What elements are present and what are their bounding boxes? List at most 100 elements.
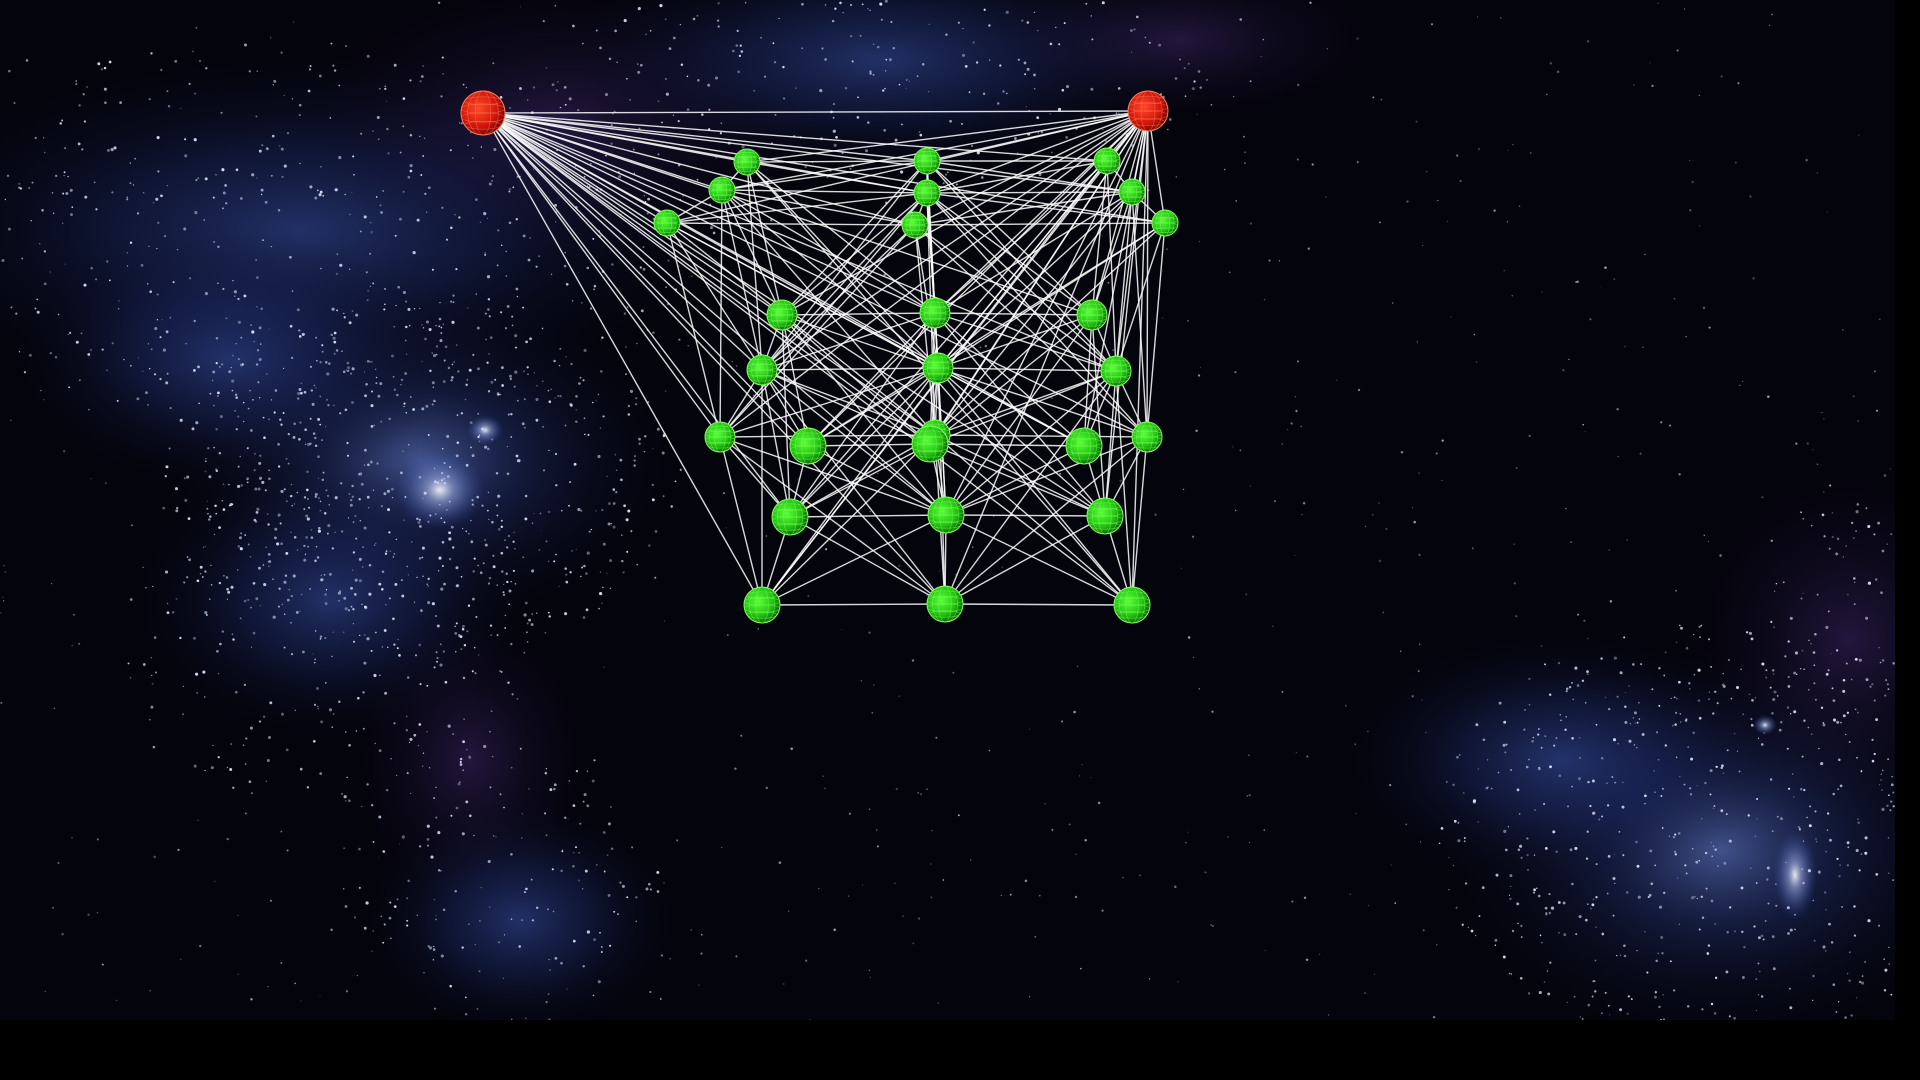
star: [215, 468, 218, 471]
star: [645, 887, 649, 891]
star: [221, 207, 224, 210]
network-edge: [482, 112, 931, 445]
network-edge: [926, 192, 1093, 316]
star: [177, 848, 180, 852]
star: [1836, 857, 1839, 861]
star: [423, 491, 427, 495]
star: [469, 421, 473, 424]
star: [462, 740, 465, 744]
grid-node-sphere: [913, 147, 941, 175]
star: [1527, 869, 1529, 871]
star: [867, 7, 869, 10]
star: [151, 674, 153, 677]
star: [313, 661, 316, 664]
star: [586, 770, 589, 772]
star: [330, 333, 333, 336]
star: [263, 583, 267, 587]
star: [242, 401, 245, 404]
star: [1472, 799, 1477, 803]
star: [118, 308, 120, 310]
star: [564, 816, 567, 819]
star: [1197, 70, 1201, 73]
star: [1575, 281, 1578, 283]
star: [1623, 944, 1626, 947]
star: [1419, 841, 1422, 843]
star: [71, 206, 74, 208]
star: [1295, 409, 1298, 413]
star: [822, 775, 824, 778]
game-viewport[interactable]: [0, 0, 1895, 1020]
star: [352, 551, 356, 554]
star: [351, 569, 354, 571]
star: [691, 275, 693, 278]
star: [1884, 694, 1887, 697]
star: [1566, 1001, 1568, 1003]
star: [491, 755, 494, 758]
star: [516, 295, 519, 298]
star: [1678, 680, 1681, 684]
star: [664, 77, 667, 80]
star: [1714, 848, 1717, 851]
star: [1084, 839, 1087, 842]
star: [692, 17, 696, 21]
star: [1857, 821, 1860, 825]
star: [1618, 830, 1621, 833]
star: [351, 484, 354, 488]
star: [879, 2, 883, 6]
star: [220, 111, 223, 114]
star: [343, 312, 345, 315]
star: [207, 513, 209, 515]
star: [439, 339, 443, 343]
star: [172, 281, 175, 284]
star: [1568, 686, 1572, 689]
star: [1563, 933, 1567, 937]
star: [384, 552, 388, 555]
star: [1787, 932, 1790, 935]
star: [801, 2, 804, 6]
star: [446, 434, 450, 438]
star: [440, 954, 444, 958]
star: [1378, 502, 1380, 504]
star: [1511, 929, 1515, 933]
star: [413, 733, 417, 737]
star: [488, 518, 490, 521]
star: [226, 837, 229, 841]
star: [1639, 452, 1642, 455]
star: [1571, 737, 1574, 740]
star: [1835, 1011, 1838, 1013]
star: [319, 772, 323, 775]
star: [1624, 720, 1628, 724]
star: [530, 623, 534, 626]
star: [1193, 656, 1195, 658]
star: [454, 213, 456, 216]
grid-node-sphere: [708, 176, 736, 204]
star: [527, 99, 529, 101]
star: [568, 780, 571, 782]
star: [439, 663, 443, 667]
star: [504, 614, 507, 617]
star: [130, 524, 133, 527]
star: [111, 342, 114, 345]
star: [183, 227, 187, 231]
star: [320, 165, 322, 168]
star: [1654, 864, 1656, 867]
star: [582, 616, 586, 619]
star: [266, 513, 269, 515]
star: [314, 630, 317, 632]
star: [565, 356, 567, 358]
star: [370, 425, 374, 428]
star: [607, 522, 611, 526]
network-edge: [1083, 314, 1093, 447]
star: [473, 557, 476, 560]
star: [1017, 58, 1020, 61]
star: [449, 984, 452, 988]
star: [1168, 118, 1172, 121]
star: [1519, 976, 1523, 980]
star: [15, 312, 18, 315]
star: [1571, 882, 1574, 886]
star: [246, 481, 249, 484]
star: [272, 615, 276, 619]
star: [500, 519, 503, 522]
star: [1715, 765, 1718, 769]
star: [1628, 685, 1630, 687]
